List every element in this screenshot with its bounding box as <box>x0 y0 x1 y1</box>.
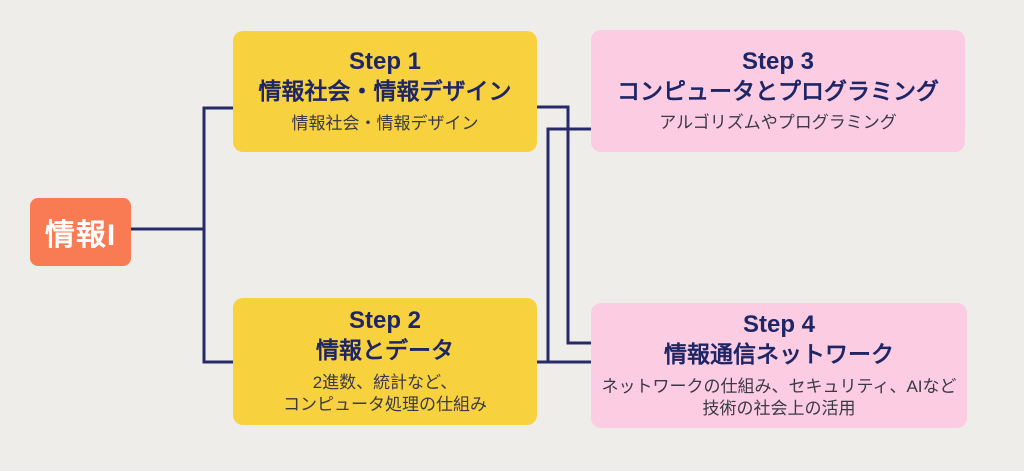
step4-subtitle: 情報通信ネットワーク <box>664 340 894 367</box>
step3-title: Step 3 <box>741 47 815 75</box>
step2-description-line1: 2進数、統計など、 <box>312 372 458 392</box>
step1-description: 情報社会・情報デザイン <box>291 113 479 133</box>
step1-title: Step 1 <box>348 48 422 76</box>
connector-step2-to-step3 <box>546 127 592 362</box>
step3-description: アルゴリズムやプログラミング <box>659 113 897 133</box>
step1-node: Step 1 情報社会・情報デザイン 情報社会・情報デザイン <box>233 31 537 152</box>
step4-description-line2: 技術の社会上の活用 <box>702 399 856 419</box>
root-node-jouhou1: 情報I <box>30 198 131 266</box>
step2-description-line2: コンピュータ処理の仕組み <box>283 395 487 415</box>
step4-description-line1: ネットワークの仕組み、セキュリティ、AIなど <box>601 376 957 396</box>
step3-node: Step 3 コンピュータとプログラミング アルゴリズムやプログラミング <box>591 30 965 152</box>
step2-title: Step 2 <box>348 306 422 334</box>
step4-title: Step 4 <box>742 310 816 338</box>
connector-step1-to-step4 <box>537 105 592 345</box>
step4-description: ネットワークの仕組み、セキュリティ、AIなど 技術の社会上の活用 <box>601 376 956 422</box>
step1-subtitle: 情報社会・情報デザイン <box>258 78 512 105</box>
step3-subtitle: コンピュータとプログラミング <box>617 77 939 104</box>
step2-subtitle: 情報とデータ <box>316 336 454 363</box>
step2-description: 2進数、統計など、 コンピュータ処理の仕組み <box>283 372 487 418</box>
step2-node: Step 2 情報とデータ 2進数、統計など、 コンピュータ処理の仕組み <box>233 298 537 425</box>
step4-node: Step 4 情報通信ネットワーク ネットワークの仕組み、セキュリティ、AIなど… <box>591 303 967 428</box>
connector-root-branch-step1-step2 <box>202 106 233 364</box>
